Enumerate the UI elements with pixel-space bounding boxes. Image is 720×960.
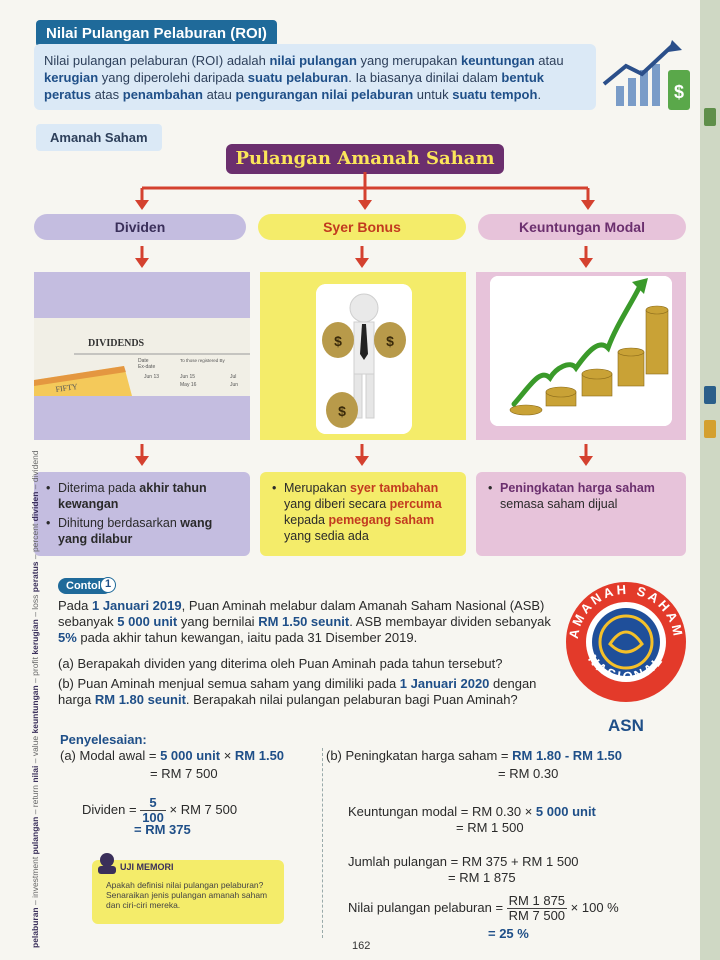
description-point: Diterima pada akhir tahun kewangan — [46, 480, 238, 512]
solution-divider — [322, 748, 323, 938]
svg-text:Date: Date — [138, 358, 149, 364]
solution-b-jumlah-pulangan: Jumlah pulangan = RM 375 + RM 1 500 — [348, 854, 579, 869]
coin-stacks-growth-image — [490, 276, 672, 426]
solution-b-keuntungan-result: = RM 1 500 — [456, 820, 524, 835]
description-point: Dihitung berdasarkan wang yang dilabur — [46, 515, 238, 547]
roi-title: Nilai Pulangan Pelaburan (ROI) — [36, 20, 277, 47]
dividen-image-panel: DIVIDENDS Date Ex-date To those register… — [34, 272, 250, 440]
question-b: (b) Puan Aminah menjual semua saham yang… — [58, 676, 537, 707]
svg-text:$: $ — [674, 82, 684, 102]
solution-b-peningkatan-result: = RM 0.30 — [498, 766, 559, 781]
uji-memori-box: Apakah definisi nilai pulangan pelaburan… — [92, 860, 284, 924]
contoh-number: 1 — [100, 577, 116, 593]
asn-label: ASN — [608, 716, 644, 735]
svg-text:Jul: Jul — [230, 374, 236, 380]
dividends-heading: DIVIDENDS — [88, 338, 145, 349]
roi-definition-text: Nilai pulangan pelaburan (ROI) adalah ni… — [44, 53, 564, 102]
dollar-sign-right: $ — [386, 333, 394, 349]
dividen-description: Diterima pada akhir tahun kewanganDihitu… — [34, 472, 250, 556]
svg-text:To those registered By: To those registered By — [180, 358, 226, 363]
svg-text:Jun 15: Jun 15 — [180, 374, 195, 380]
asn-logo: AMANAH SAHAM NASIONAL — [566, 582, 686, 702]
question-a: (a) Berapakah dividen yang diterima oleh… — [58, 656, 503, 671]
keuntungan-modal-description: Peningkatan harga saham semasa saham dij… — [476, 472, 686, 556]
solution-a-dividen-result: = RM 375 — [134, 822, 191, 837]
svg-text:Jun: Jun — [230, 382, 238, 388]
textbook-page: Nilai Pulangan Pelaburan (ROI) Nilai pul… — [0, 0, 700, 960]
growth-chart-dollar-icon: $ — [602, 40, 690, 110]
syer-bonus-description: Merupakan syer tambahan yang diberi seca… — [260, 472, 466, 556]
solution-b-nilai-result: = 25 % — [488, 926, 529, 941]
uji-memori-text: Apakah definisi nilai pulangan pelaburan… — [106, 880, 268, 910]
thinking-person-icon — [98, 853, 116, 874]
description-point: Merupakan syer tambahan yang diberi seca… — [272, 480, 454, 544]
dividends-document-image: DIVIDENDS Date Ex-date To those register… — [34, 318, 250, 396]
solution-b-jumlah-result: = RM 1 875 — [448, 870, 516, 885]
svg-text:May 16: May 16 — [180, 382, 197, 388]
dollar-sign-bottom: $ — [338, 403, 346, 419]
solution-a-modal-result: = RM 7 500 — [150, 766, 218, 781]
solution-a-modal: (a) Modal awal = 5 000 unit × RM 1.50 — [60, 748, 285, 763]
column-label-dividen: Dividen — [34, 214, 246, 240]
contoh-tag: Contoh — [58, 578, 113, 594]
svg-text:FIFTY: FIFTY — [55, 382, 78, 394]
page-number: 162 — [352, 940, 371, 952]
svg-text:Jun 13: Jun 13 — [144, 374, 159, 380]
svg-text:Ex-date: Ex-date — [138, 364, 155, 370]
keuntungan-modal-image-panel — [476, 272, 686, 440]
uji-memori-title: UJI MEMORI — [120, 862, 174, 872]
solution-b-keuntungan-modal: Keuntungan modal = RM 0.30 × 5 000 unit — [348, 804, 596, 819]
roi-definition: Nilai pulangan pelaburan (ROI) adalah ni… — [34, 44, 596, 110]
vertical-glossary: pelaburan – investment pulangan – return… — [30, 450, 40, 948]
example-text: Pada 1 Januari 2019, Puan Aminah melabur… — [58, 598, 551, 645]
amanah-saham-tag: Amanah Saham — [36, 124, 162, 151]
description-point: Peningkatan harga saham semasa saham dij… — [488, 480, 674, 512]
next-page-edge — [700, 0, 720, 960]
column-label-syer-bonus: Syer Bonus — [258, 214, 466, 240]
solution-heading: Penyelesaian: — [60, 732, 147, 747]
column-label-keuntungan-modal: Keuntungan Modal — [478, 214, 686, 240]
diagram-title: Pulangan Amanah Saham — [226, 144, 504, 174]
syer-bonus-image-panel: $ $ $ — [260, 272, 466, 440]
businessman-money-bags-image: $ $ $ — [316, 284, 412, 434]
diagram-arrows — [135, 172, 595, 466]
solution-b-peningkatan: (b) Peningkatan harga saham = RM 1.80 - … — [326, 748, 622, 763]
dollar-sign-left: $ — [334, 333, 342, 349]
